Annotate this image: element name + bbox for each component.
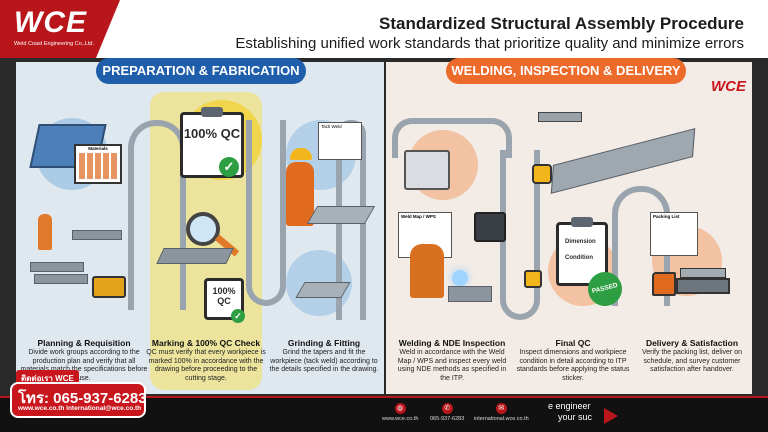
welding-spark-icon — [452, 270, 468, 286]
forklift-icon — [92, 276, 126, 298]
company-name: Weld Coast Engineering Co.,Ltd. — [14, 41, 94, 47]
contact-phone[interactable]: โทร: 065-937-6283 — [18, 390, 147, 407]
step-planning: Planning & Requisition Divide work group… — [20, 338, 148, 383]
magnifier-icon — [186, 212, 220, 246]
slogan-line-2: your suc — [558, 412, 593, 422]
step-delivery-title: Delivery & Satisfaction — [645, 338, 739, 348]
logo-mark: WCE — [14, 6, 87, 39]
step-grinding: Grinding & Fitting Grind the tapers and … — [268, 338, 380, 375]
wce-corner-badge: WCE — [711, 78, 746, 95]
tack-weld-label: Tack Weld — [321, 124, 342, 129]
dimension-label: Dimension — [565, 239, 596, 245]
truck-load — [680, 268, 726, 278]
step-final-qc-title: Final QC — [555, 338, 591, 348]
contact-phone-box[interactable]: โทร: 065-937-6283 www.wce.co.th Internat… — [10, 382, 147, 418]
step-grinding-text: Grind the tapers and fit the workpiece (… — [269, 349, 379, 373]
company-logo: WCE Weld Coast Engineering Co.,Ltd. — [14, 6, 104, 52]
footer-arrow-icon — [604, 408, 618, 424]
globe-icon: ◍ — [394, 403, 406, 414]
header-bar: WCE Weld Coast Engineering Co.,Ltd. Stan… — [0, 0, 768, 58]
qc-tag-label: 100% QC — [212, 286, 236, 306]
fitting-plate — [295, 282, 351, 298]
measuring-tape-icon — [532, 164, 552, 184]
slogan-line-1: e engineer — [548, 401, 591, 411]
contact-web[interactable]: www.wce.co.th International@wce.co.th — [18, 405, 142, 412]
packing-list-sheet: Packing List — [650, 212, 698, 256]
footer-website-text: www.wce.co.th — [382, 416, 419, 422]
step-final-qc-text: Inspect dimensions and workpiece conditi… — [516, 349, 630, 382]
header-red-corner — [0, 0, 120, 58]
schedule-board: Materials — [74, 144, 122, 184]
step-planning-text: Divide work groups according to the prod… — [20, 349, 148, 382]
footer-phone-text: 065-937-6283 — [430, 416, 465, 422]
weld-map-label: Weld Map / WPS — [401, 214, 436, 219]
step-delivery-text: Verify the packing list, deliver on sche… — [642, 349, 742, 373]
step-delivery: Delivery & Satisfaction Verify the packi… — [634, 338, 750, 375]
worker-icon-2 — [286, 162, 314, 226]
flow-pipe-4 — [392, 118, 512, 158]
caliper-icon — [538, 112, 582, 122]
step-marking-qc: Marking & 100% QC Check QC must verify t… — [146, 338, 266, 383]
qc-board-label: 100% QC — [183, 126, 241, 141]
qc-tag: 100% QC ✓ — [204, 278, 245, 323]
page-title: Standardized Structural Assembly Procedu… — [379, 14, 744, 33]
final-clipboard-clip — [571, 217, 593, 227]
truck-bed — [676, 278, 730, 294]
step-marking-qc-text: QC must verify that every workpiece is m… — [146, 349, 266, 382]
step-welding-nde: Welding & NDE Inspection Weld in accorda… — [392, 338, 512, 383]
grinding-plate — [306, 206, 376, 224]
email-icon: ✉ — [495, 403, 507, 414]
steel-stack-2 — [34, 274, 88, 284]
tape-measure-icon-2 — [524, 270, 542, 288]
clipboard-clip — [201, 107, 223, 117]
section-welding-delivery: WELDING, INSPECTION & DELIVERY — [446, 58, 686, 84]
step-grinding-title: Grinding & Fitting — [287, 338, 361, 348]
welder-icon — [410, 244, 444, 298]
section-preparation: PREPARATION & FABRICATION — [96, 58, 306, 84]
page-subtitle: Establishing unified work standards that… — [235, 35, 744, 52]
passed-label: PASSED — [591, 281, 619, 296]
marked-beam — [156, 248, 234, 264]
step-welding-nde-title: Welding & NDE Inspection — [398, 338, 506, 348]
footer-slogan: e engineer your suc — [548, 401, 592, 423]
step-planning-title: Planning & Requisition — [37, 338, 131, 348]
tag-checkmark-icon: ✓ — [231, 309, 245, 323]
delivery-truck-icon — [652, 264, 730, 300]
schedule-grid — [79, 153, 117, 179]
steel-stack-3 — [72, 230, 122, 240]
footer-red-line — [0, 396, 768, 398]
contact-card: ติดต่อเรา WCE โทร: 065-937-6283 www.wce.… — [6, 370, 147, 426]
schedule-label: Materials — [88, 146, 108, 151]
flow-pipe-1 — [128, 120, 186, 310]
packing-list-label: Packing List — [653, 214, 680, 219]
tack-weld-inset: Tack Weld — [318, 122, 362, 160]
footer-international-text: international.wce.co.th — [474, 416, 529, 422]
footer-website[interactable]: ◍ www.wce.co.th — [382, 403, 418, 422]
footer-phone[interactable]: ✆ 065-937-6283 — [430, 403, 464, 422]
steel-stack-1 — [30, 262, 84, 272]
qc-clipboard: 100% QC ✓ — [180, 107, 244, 178]
welding-machine — [404, 150, 450, 190]
step-final-qc: Final QC Inspect dimensions and workpiec… — [514, 338, 632, 383]
step-marking-qc-title: Marking & 100% QC Check — [151, 338, 261, 348]
welded-beam — [448, 286, 492, 302]
worker-icon-1 — [38, 214, 52, 250]
truck-cab — [652, 272, 676, 296]
hard-hat-icon — [290, 148, 312, 160]
nde-tester — [474, 212, 506, 242]
condition-label: Condition — [565, 255, 593, 261]
step-welding-nde-text: Weld in accordance with the Weld Map / W… — [397, 349, 507, 382]
flow-pipe-2 — [246, 120, 286, 306]
checkmark-icon: ✓ — [219, 157, 239, 177]
footer-international[interactable]: ✉ international.wce.co.th — [474, 403, 529, 422]
phone-icon: ✆ — [441, 403, 453, 414]
